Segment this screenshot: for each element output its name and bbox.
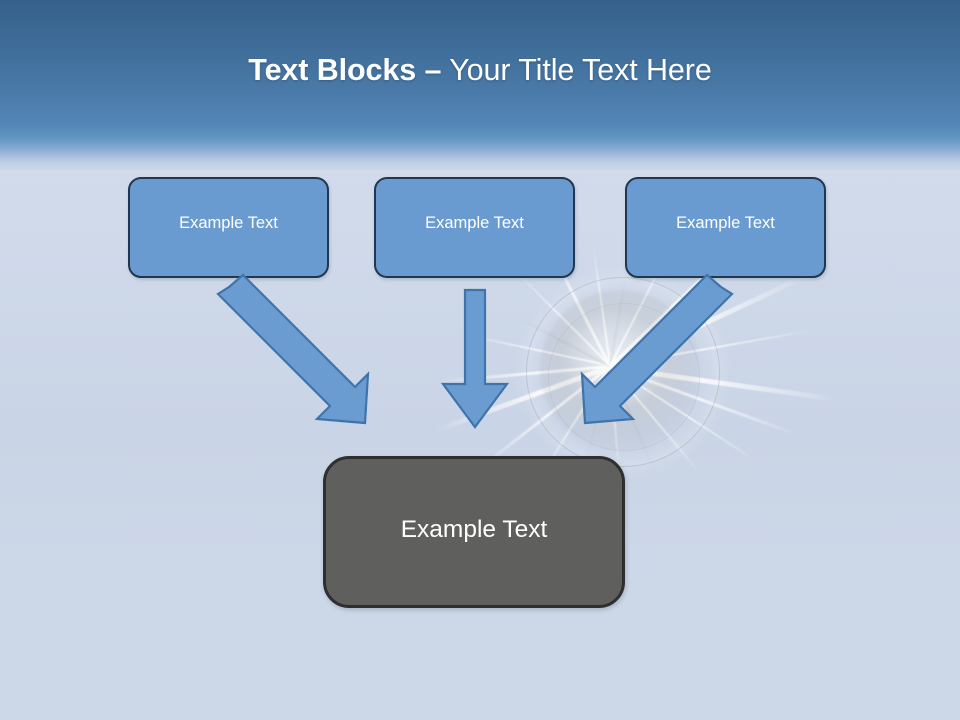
text-block-3-label: Example Text [676, 213, 775, 232]
text-block-2[interactable]: Example Text [374, 177, 575, 278]
result-text-block[interactable]: Example Text [323, 456, 625, 608]
page-title-strong: Text Blocks – [248, 53, 442, 87]
text-block-1-label: Example Text [179, 213, 278, 232]
page-title: Text Blocks – Your Title Text Here [0, 53, 960, 88]
text-block-3[interactable]: Example Text [625, 177, 826, 278]
page-title-normal: Your Title Text Here [441, 53, 712, 87]
result-text-block-label: Example Text [400, 515, 548, 543]
slide-header: Text Blocks – Your Title Text Here [0, 0, 960, 170]
text-block-2-label: Example Text [425, 213, 524, 232]
text-block-1[interactable]: Example Text [128, 177, 329, 278]
